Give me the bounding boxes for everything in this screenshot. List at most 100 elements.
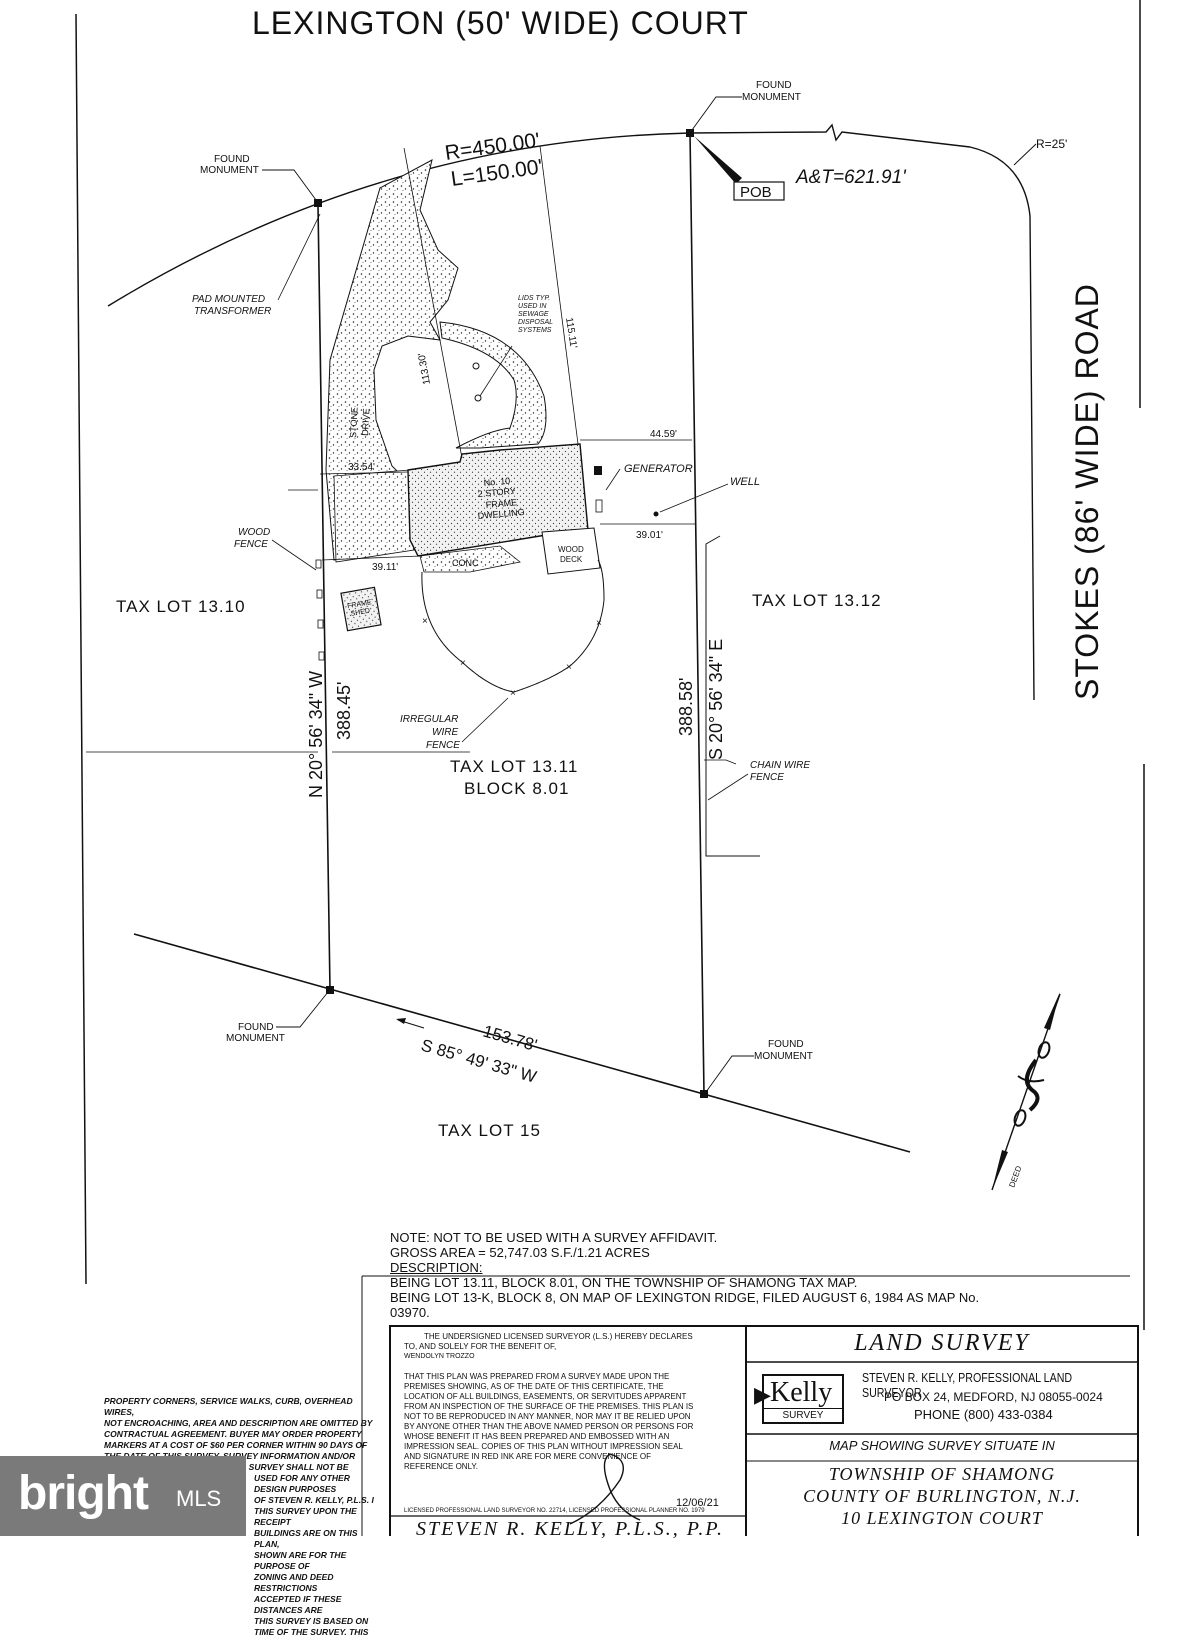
dim-39a: 39.01' — [636, 530, 663, 541]
logo-sub: SURVEY — [764, 1408, 842, 1422]
irregular-fence-label-2: WIRE — [432, 727, 458, 738]
monument-label-top-right-1: FOUND — [756, 80, 792, 91]
cert-line: REFERENCE ONLY. — [404, 1462, 478, 1471]
cert-line: WHOSE BENEFIT IT HAS BEEN PREPARED AND E… — [404, 1432, 670, 1441]
wood-deck — [541, 527, 601, 575]
stone-drive-lower — [333, 469, 415, 563]
chain-wire-fence — [705, 535, 760, 857]
wood-deck-label-2: DECK — [560, 555, 583, 564]
cert-line: AND SIGNATURE IN RED INK ARE FOR MERE CO… — [404, 1452, 651, 1461]
note-line: ZONING AND DEED RESTRICTIONS — [254, 1572, 334, 1593]
monument-label-top-left-1: FOUND — [214, 154, 250, 165]
svg-text:×: × — [422, 616, 428, 627]
frame-shed — [340, 586, 382, 632]
conc-label: CONC — [452, 558, 479, 568]
note-line-5: BEING LOT 13-K, BLOCK 8, ON MAP OF LEXIN… — [390, 1290, 980, 1305]
firm-phone: PHONE (800) 433-0384 — [914, 1407, 1053, 1422]
south-boundary — [133, 933, 911, 1153]
irregular-fence-label-1: IRREGULAR — [400, 714, 458, 725]
corner-arc — [969, 146, 1035, 701]
county-line: COUNTY OF BURLINGTON, N.J. — [803, 1486, 1081, 1506]
lot-1310-label: TAX LOT 13.10 — [116, 597, 246, 616]
monument-label-bottom-left-1: FOUND — [238, 1022, 274, 1033]
page-frame — [75, 0, 1145, 1330]
wood-fence — [315, 559, 325, 661]
note-line: TIME OF THE SURVEY. THIS — [254, 1627, 369, 1637]
wood-deck-label-1: WOOD — [558, 545, 584, 554]
row-line-east — [689, 123, 971, 148]
note-line: OF STEVEN R. KELLY, P.L.S. I — [254, 1495, 374, 1505]
dwelling — [407, 443, 589, 557]
cert-line: FROM AN INSPECTION OF THE SURFACE OF THE… — [404, 1402, 694, 1411]
well-marker — [653, 511, 659, 517]
cert-date: 12/06/21 — [676, 1497, 719, 1509]
east-dist-label: 388.58' — [676, 678, 696, 737]
survey-notes: NOTE: NOT TO BE USED WITH A SURVEY AFFID… — [390, 1230, 979, 1320]
lot-15-label: TAX LOT 15 — [438, 1121, 541, 1140]
east-boundary — [689, 132, 705, 1095]
dwelling-label-3: FRAME — [485, 497, 517, 510]
road-lexington-label: LEXINGTON (50' WIDE) COURT — [252, 5, 749, 41]
note-line: PROPERTY CORNERS, SERVICE WALKS, CURB, O… — [104, 1396, 353, 1417]
firm-address: PO BOX 24, MEDFORD, NJ 08055-0024 — [884, 1390, 1103, 1404]
lot-1311-label: TAX LOT 13.11 — [450, 757, 578, 776]
cert-license: LICENSED PROFESSIONAL LAND SURVEYOR No. … — [404, 1508, 705, 1514]
township-line: TOWNSHIP OF SHAMONG — [828, 1464, 1056, 1484]
dwelling-label-4: DWELLING — [477, 507, 525, 521]
concrete-walk — [419, 545, 521, 573]
pob-arrow — [694, 136, 742, 184]
frame-shed-label-1: FRAME — [347, 599, 373, 610]
note-line: CONTRACTUAL AGREEMENT. BUYER MAY ORDER P… — [104, 1429, 362, 1439]
block-label: BLOCK 8.01 — [464, 779, 569, 798]
note-line-2: GROSS AREA = 52,747.03 S.F./1.21 ACRES — [390, 1245, 650, 1260]
cert-line: PREMISES SHOWING, AS OF THE DATE OF THIS… — [404, 1382, 664, 1391]
wood-fence-label-2: FENCE — [234, 539, 268, 550]
transformer-label-1: PAD MOUNTED — [192, 294, 265, 305]
cert-line: THAT THIS PLAN WAS PREPARED FROM A SURVE… — [404, 1372, 670, 1381]
cert-line: BY ANYONE OTHER THAN THE ABOVE NAMED PER… — [404, 1422, 694, 1431]
west-dist-label: 388.45' — [334, 682, 354, 741]
svg-text:×: × — [510, 688, 516, 699]
lids-label-1: LIDS TYP. — [518, 295, 550, 302]
watermark-mls: MLS — [176, 1486, 222, 1511]
monument-marker-top-left — [314, 199, 322, 207]
stone-drive-label-2: DRIVE — [360, 408, 371, 436]
cert-recipient: WENDOLYN TROZZO — [404, 1353, 475, 1360]
title-land-survey: LAND SURVEY — [854, 1330, 1030, 1356]
irregular-wire-fence — [421, 559, 605, 693]
note-line: USED FOR ANY OTHER DESIGN PURPOSES — [254, 1473, 350, 1494]
north-arrow — [991, 992, 1061, 1191]
note-line-1: NOTE: NOT TO BE USED WITH A SURVEY AFFID… — [390, 1230, 718, 1245]
wood-fence-label-1: WOOD — [238, 527, 270, 538]
monument-label-top-right-2: MONUMENT — [742, 92, 801, 103]
svg-text:×: × — [566, 662, 572, 673]
note-line: ACCEPTED IF THESE DISTANCES ARE — [254, 1594, 342, 1615]
title-block-frame — [361, 1275, 1139, 1536]
cert-line: IMPRESSION SEAL. COPIES OF THIS PLAN WIT… — [404, 1442, 683, 1451]
generator-label: GENERATOR — [624, 463, 693, 475]
surveyor-certification: THE UNDERSIGNED LICENSED SURVEYOR (L.S.)… — [404, 1332, 742, 1472]
cert-line: TO, AND SOLELY FOR THE BENEFIT OF, — [404, 1342, 557, 1351]
chain-fence-label-2: FENCE — [750, 772, 784, 783]
dwelling-label-2: 2 STORY — [477, 486, 516, 499]
monument-label-bottom-right-2: MONUMENT — [754, 1051, 813, 1062]
east-bearing-label: S 20° 56' 34" E — [706, 639, 726, 760]
fence-x-marks: ××× ×× — [422, 616, 602, 699]
note-line: MARKERS AT A COST OF $60 PER CORNER WITH… — [104, 1440, 368, 1450]
surveyor-signature: STEVEN R. KELLY, P.L.S., P.P. — [416, 1518, 725, 1540]
chain-fence-label-1: CHAIN WIRE — [750, 760, 810, 771]
lids-label-5: SYSTEMS — [518, 327, 552, 334]
dim-113: 113.30' — [417, 352, 433, 385]
note-line-6: 03970. — [390, 1305, 430, 1320]
corner-radius-label: R=25' — [1036, 137, 1067, 151]
bright-mls-watermark: bright MLS — [0, 1456, 246, 1536]
generator-marker — [594, 466, 602, 475]
cert-line: LOCATION OF ALL BUILDINGS, EASEMENTS, OR… — [404, 1392, 687, 1401]
lot-1312-label: TAX LOT 13.12 — [752, 591, 882, 610]
survey-plat: LEXINGTON (50' WIDE) COURT STOKES (86' W… — [75, 0, 1145, 1536]
road-stokes-label: STOKES (86' WIDE) ROAD — [1069, 283, 1105, 700]
deed-label: DEED — [1007, 1165, 1023, 1189]
dim-39b: 39.11' — [372, 562, 398, 573]
lids-label-2: USED IN — [518, 303, 547, 310]
monument-label-top-left-2: MONUMENT — [200, 165, 259, 176]
